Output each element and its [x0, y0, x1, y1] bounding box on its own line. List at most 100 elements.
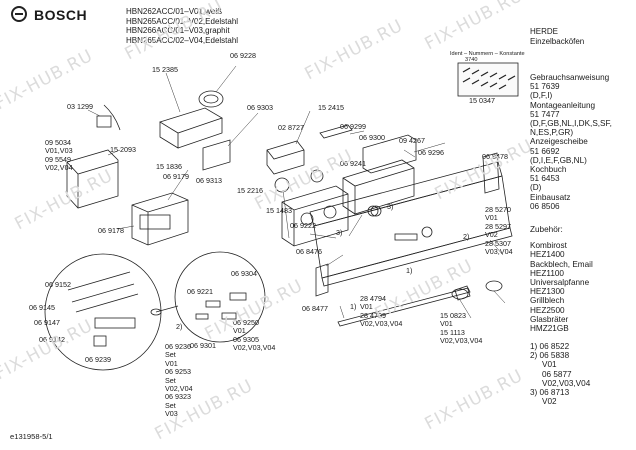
model-line: HBN262ACC/01–V01,weiß [126, 7, 223, 16]
part-label: 06 9299 [340, 122, 366, 131]
part-label-group: 15 0823 V01 15 1113 V02,V03,V04 [440, 311, 483, 346]
thermostat-coil [198, 90, 224, 108]
callout-marker: 1) [406, 266, 413, 275]
part-label: 28 4799 [360, 310, 386, 320]
variant-label: V02,V03,V04 [233, 343, 276, 353]
part-label: 09 4267 [399, 136, 425, 145]
accessories-title: Zubehör: [530, 225, 563, 234]
model-line: HBN266ACC/01–V03,graphit [126, 26, 230, 36]
ident-value: 3740 [465, 57, 478, 64]
part-label: 06 8476 [296, 247, 322, 256]
part-label: 15 2385 [152, 65, 178, 74]
transformer [66, 149, 119, 209]
part-label: 06 9142 [39, 335, 65, 344]
accessory-line: Grillblech [530, 296, 565, 306]
part-label: 06 9228 [230, 51, 256, 60]
doc-line: Montageanleitung [530, 100, 596, 110]
part-label: 06 8478 [482, 152, 508, 161]
doc-line: 51 7639 [530, 82, 560, 92]
variant-label: V01 [165, 358, 178, 368]
knob [274, 177, 290, 193]
detail-circle-left [44, 253, 162, 371]
maker-label: HERDE [530, 27, 559, 36]
part-label: 06 9179 [163, 172, 189, 181]
ident-title: Ident – Nummern – Konstante [450, 51, 525, 57]
connector [96, 115, 112, 128]
set-label: Set [165, 350, 176, 360]
set-label: Set [165, 400, 176, 410]
side-trim [482, 152, 500, 194]
part-label: 02 8727 [278, 123, 304, 132]
variant-label: V01 [440, 319, 453, 329]
doc-line: (D,I,E,F,GB,NL) [530, 155, 587, 165]
footnote-line: V02,V03,V04 [542, 378, 591, 388]
end-cap [315, 263, 329, 297]
part-label: 06 9221 [187, 287, 213, 296]
part-label: 06 9147 [34, 318, 60, 327]
part-label-group: 09 5034 V01,V03 09 5549 V02,V04 [45, 138, 73, 173]
rotary-switch [342, 159, 415, 215]
footnote-line: V02 [542, 397, 557, 407]
doc-line: Gebrauchsanweisung [530, 73, 610, 82]
accessory-line: HMZ21GB [530, 324, 569, 334]
model-line: HBN265ACC/01–V02,Edelstahl [126, 16, 239, 26]
variant-label: V01,V03 [45, 146, 73, 156]
model-list: HBN262ACC/01–V01,weiß HBN265ACC/01–V02,E… [126, 7, 238, 45]
lamp [319, 124, 353, 139]
doc-line: 06 8506 [530, 201, 560, 211]
doc-line: Kochbuch [530, 165, 567, 175]
part-label: 06 9145 [29, 303, 55, 312]
appliance-group: HERDE Einzelbacköfen [530, 27, 584, 46]
accessory-line: HEZ1400 [530, 250, 565, 260]
part-label: 15 2216 [237, 186, 263, 195]
part-label: 06 9236 [165, 342, 191, 351]
brand-logo: BOSCH [34, 7, 88, 23]
part-label-group: 06 9236 Set V01 06 9253 Set V02,V04 06 9… [165, 342, 193, 419]
part-label: 06 9178 [98, 226, 124, 235]
part-label: 06 9239 [85, 355, 111, 364]
bracket [202, 139, 231, 171]
part-label: 28 5307 [485, 238, 511, 248]
wire-lead [103, 104, 121, 131]
part-label: 06 8477 [302, 304, 328, 313]
accessory-line: HEZ1300 [530, 287, 565, 297]
part-label: 06 9250 [233, 318, 259, 327]
clock-module [131, 192, 189, 246]
variant-label: V03 [165, 409, 178, 419]
part-label: 28 4794 [360, 294, 386, 303]
accessory-line: HEZ1100 [530, 268, 564, 278]
doc-line: 51 6692 [530, 146, 560, 156]
variant-label: V02,V03,V04 [360, 319, 403, 329]
callout-marker: 3) [387, 202, 394, 211]
footnote-line: 1) 06 8522 [530, 342, 570, 351]
variant-label: V02,V04 [45, 163, 73, 173]
doc-line: Anzeigescheibe [530, 137, 588, 147]
footnote-line: 3) 06 8713 [530, 388, 570, 398]
callout-marker: 1) [350, 302, 357, 311]
variant-label: V01 [233, 326, 246, 336]
variant-label: V01 [360, 302, 373, 312]
doc-line: N,ES,P,GR) [530, 128, 574, 138]
part-label: 06 9152 [45, 280, 71, 289]
accessory-line: Kombirost [530, 241, 567, 251]
doc-line: 51 6453 [530, 174, 560, 184]
part-label: 06 9303 [247, 103, 273, 112]
part-label-group: 06 9250 V01 06 9305 V02,V03,V04 [233, 318, 276, 353]
part-label: 06 9301 [190, 341, 216, 350]
detail-circle-center [174, 251, 266, 343]
part-label: 15 1836 [156, 162, 182, 171]
doc-line: 51 7477 [530, 109, 560, 119]
footnote-line: 06 5877 [542, 369, 572, 379]
callout-marker: 3) [336, 228, 343, 237]
part-label: 06 9323 [165, 392, 191, 402]
footnote-line: 2) 06 5838 [530, 351, 570, 361]
doc-line: (D) [530, 183, 542, 193]
part-label: 09 5034 [45, 138, 71, 147]
knob-assembly [485, 280, 503, 292]
knob [310, 169, 324, 183]
switch-block [159, 107, 223, 149]
variant-label: V02,V03,V04 [440, 336, 483, 346]
accessory-line: Backblech, Email [530, 259, 593, 269]
part-label: 06 9222 [290, 221, 316, 230]
